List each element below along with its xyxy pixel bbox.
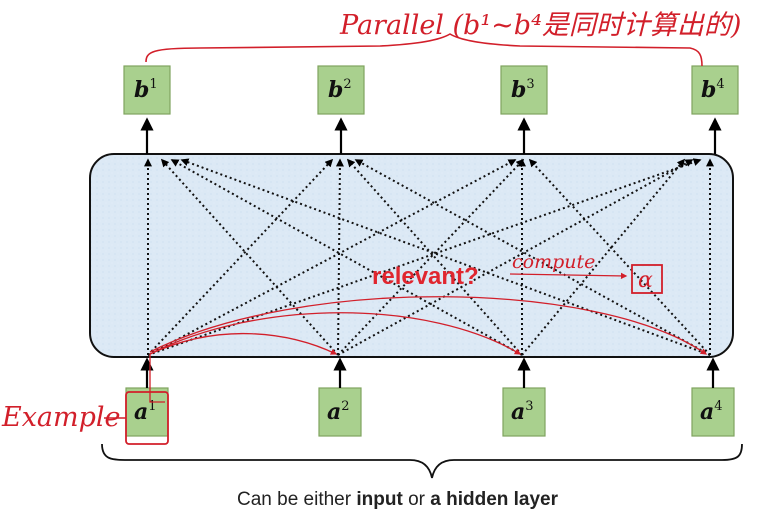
compute-arrow [509,272,628,280]
self-attention-layer [89,153,734,358]
output-node-b3: b3 [500,65,548,115]
attention-connections [144,158,714,356]
bottom-brace [101,443,743,479]
input-arrows [140,357,720,388]
example-highlight [125,391,169,445]
input-node-a2: a2 [318,387,362,437]
svg-text:b2: b2 [328,77,352,103]
alpha-box [631,264,663,294]
output-node-b1: b1 [123,65,171,115]
output-arrows [140,117,722,154]
input-node-a4: a4 [691,387,735,437]
output-node-b4: b4 [691,65,739,115]
svg-text:a1: a1 [134,399,157,425]
svg-text:a4: a4 [700,399,723,425]
input-node-a3: a3 [502,387,546,437]
svg-text:b1: b1 [134,77,158,103]
output-node-b2: b2 [317,65,365,115]
red-attention-curves [149,296,708,403]
svg-text:a3: a3 [511,399,534,425]
svg-text:b3: b3 [511,77,535,103]
parallel-annotation: Parallel (b¹~b⁴是同时计算出的) [145,10,741,67]
svg-text:a2: a2 [327,399,350,425]
caption: Can be either input or a hidden layer [237,489,559,510]
example-label: Example [1,402,121,433]
relevant-label: relevant? [372,263,479,290]
alpha-symbol: α [638,268,653,293]
svg-text:b4: b4 [701,77,725,103]
parallel-text: Parallel (b¹~b⁴是同时计算出的) [339,10,741,41]
compute-label: compute [512,251,595,273]
input-node-a1: a1 [125,387,169,437]
